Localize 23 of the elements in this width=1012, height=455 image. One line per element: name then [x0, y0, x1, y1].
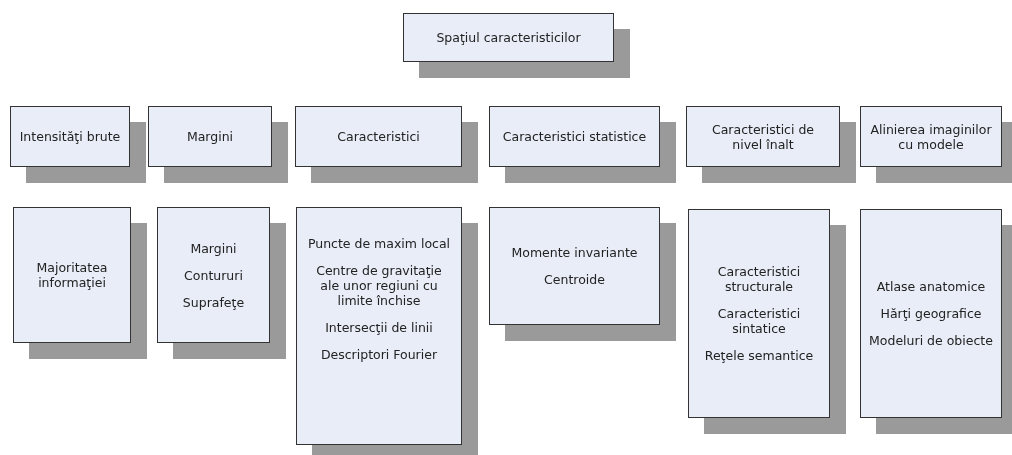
- box-label: Centroide: [544, 272, 605, 287]
- box-label: Caracteristici structurale: [716, 264, 802, 294]
- box-label: Caracteristici de nivel înalt: [710, 121, 816, 152]
- box-label: Atlase anatomice: [876, 279, 986, 294]
- box-label: Centre de gravitaţie ale unor regiuni cu limite închise: [315, 263, 443, 308]
- box-label: Modeluri de obiecte: [869, 333, 993, 348]
- box-label: Caracteristici: [337, 129, 420, 144]
- box-label: Descriptori Fourier: [320, 347, 438, 362]
- box-label: Intensităţi brute: [19, 129, 121, 144]
- box-label: Suprafeţe: [182, 294, 245, 310]
- box-label: Intersecţii de linii: [325, 320, 433, 335]
- box-label: Contururi: [184, 267, 243, 283]
- box-label: Caracteristici statistice: [502, 129, 647, 144]
- box-label: Caracteristici sintatice: [716, 306, 802, 336]
- box-label: Alinierea imaginilor cu modele: [869, 121, 993, 152]
- box-label: Margini: [186, 129, 234, 144]
- box-label: Majoritatea informaţiei: [35, 260, 109, 290]
- box-label: Momente invariante: [511, 245, 638, 260]
- box-label: Puncte de maxim local: [307, 236, 451, 251]
- box-label: Hărţi geografice: [880, 306, 982, 321]
- box-label: Margini: [190, 240, 237, 256]
- box-label: Spaţiul caracteristicilor: [436, 30, 581, 45]
- box-label: Reţele semantice: [704, 348, 814, 363]
